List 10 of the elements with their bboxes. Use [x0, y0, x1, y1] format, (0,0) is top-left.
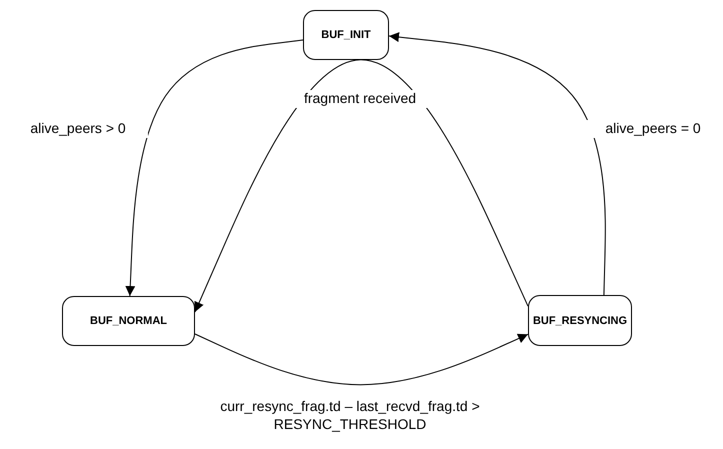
- arrow: [194, 334, 528, 386]
- arrow: [388, 32, 606, 296]
- state-name: BUF_NORMAL: [90, 315, 167, 327]
- state-box: [62, 296, 195, 346]
- state-box: [528, 295, 632, 346]
- state-name: BUF_INIT: [321, 29, 371, 41]
- state-name: BUF_RESYNCING: [532, 314, 628, 326]
- arrow: [125, 40, 304, 296]
- arrow: [194, 59, 528, 312]
- state-box: [303, 10, 389, 60]
